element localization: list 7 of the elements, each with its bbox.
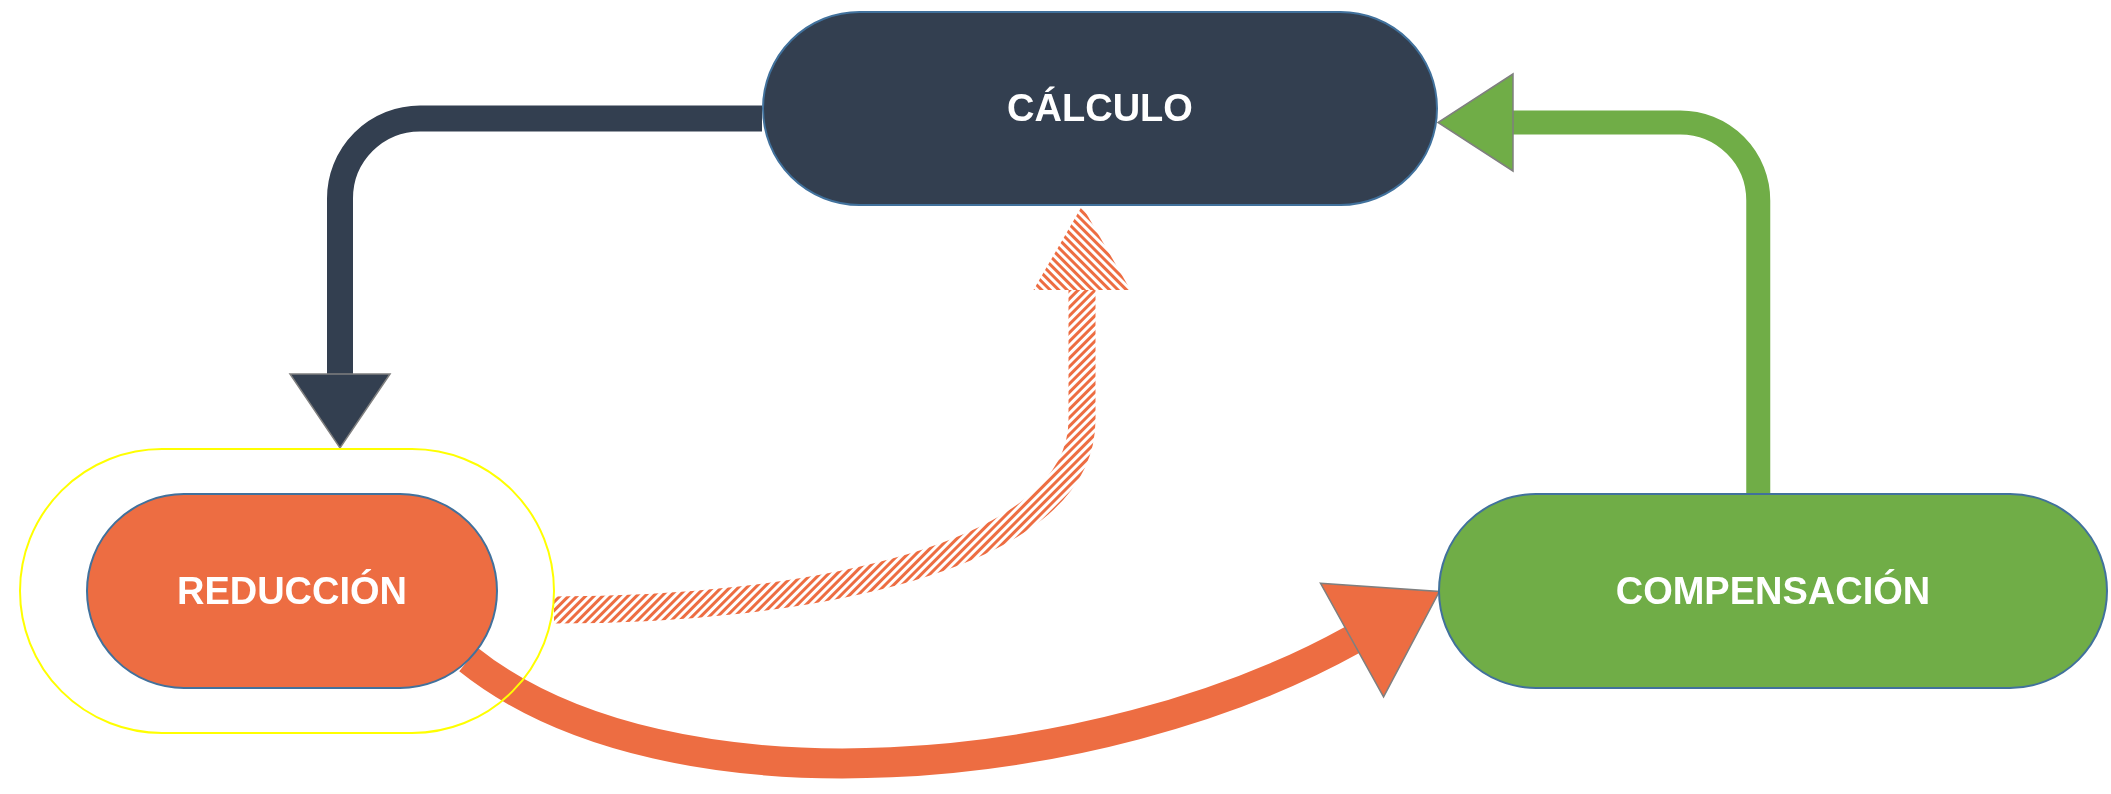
group-outline bbox=[19, 448, 555, 734]
hatched-curved-arrow bbox=[553, 206, 1131, 624]
node-label: REDUCCIÓN bbox=[176, 569, 408, 613]
node-label: COMPENSACIÓN bbox=[1615, 569, 1931, 613]
block-arrow bbox=[1437, 73, 1771, 493]
block-arrow bbox=[289, 105, 762, 449]
node-label: CÁLCULO bbox=[1007, 87, 1193, 130]
